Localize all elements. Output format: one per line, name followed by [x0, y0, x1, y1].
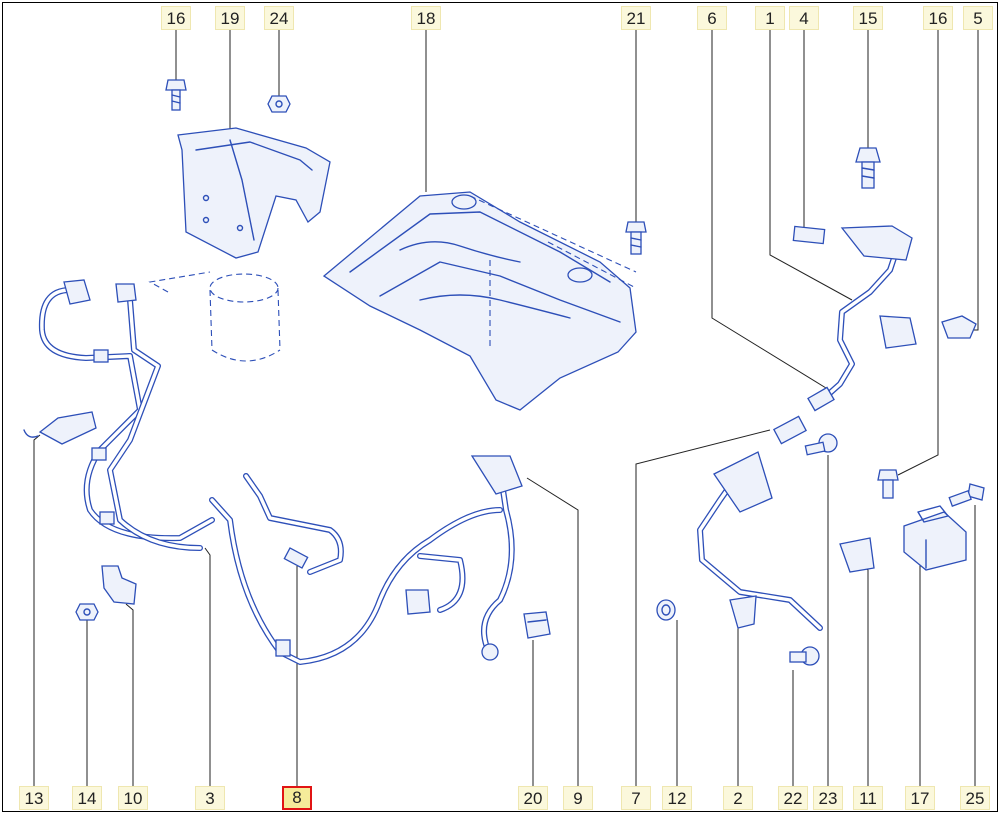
sensor-4[interactable]: [792, 225, 826, 245]
callout-6[interactable]: 6: [697, 6, 727, 30]
callout-11[interactable]: 11: [853, 786, 883, 810]
sleeve-7[interactable]: [773, 415, 807, 445]
callout-1[interactable]: 1: [755, 6, 785, 30]
washer-12[interactable]: [656, 599, 676, 621]
solenoid-valve-17[interactable]: [903, 505, 967, 571]
callout-3[interactable]: 3: [195, 786, 225, 810]
callout-24[interactable]: 24: [264, 6, 294, 30]
callout-5[interactable]: 5: [963, 6, 993, 30]
clip-13[interactable]: [23, 411, 97, 445]
callout-16-top-left[interactable]: 16: [161, 6, 191, 30]
callout-21[interactable]: 21: [621, 6, 651, 30]
callout-22[interactable]: 22: [778, 786, 808, 810]
callout-8-selected[interactable]: 8: [282, 786, 312, 810]
pipe-2[interactable]: [697, 451, 823, 631]
leader-lines: [33, 30, 979, 786]
bolt-15[interactable]: [855, 147, 881, 189]
callout-12[interactable]: 12: [662, 786, 692, 810]
callout-13[interactable]: 13: [19, 786, 49, 810]
bracket-11[interactable]: [839, 537, 875, 573]
callout-19[interactable]: 19: [215, 6, 245, 30]
hose-6[interactable]: [807, 386, 835, 412]
nut-24[interactable]: [267, 95, 291, 113]
fuel-filter-ghost: [148, 271, 281, 362]
callout-18[interactable]: 18: [411, 6, 441, 30]
bracket-10[interactable]: [101, 565, 137, 605]
intake-manifold-18[interactable]: [322, 191, 637, 411]
connector-20[interactable]: [523, 611, 551, 639]
bolt-25[interactable]: [948, 483, 985, 507]
callout-20[interactable]: 20: [518, 786, 548, 810]
callout-15[interactable]: 15: [853, 6, 883, 30]
bolt-23[interactable]: [804, 433, 838, 456]
callout-25[interactable]: 25: [960, 786, 990, 810]
callout-17[interactable]: 17: [905, 786, 935, 810]
nut-14[interactable]: [75, 603, 99, 621]
callout-23[interactable]: 23: [813, 786, 843, 810]
callout-7[interactable]: 7: [621, 786, 651, 810]
bolt-16-top-left[interactable]: [165, 79, 187, 111]
callout-14[interactable]: 14: [72, 786, 102, 810]
fuel-pipe-bundle-3[interactable]: [38, 279, 503, 665]
bolt-21[interactable]: [625, 221, 647, 255]
fuel-pipe-8[interactable]: [243, 473, 344, 575]
return-pipe[interactable]: [405, 455, 523, 661]
bolt-16-right[interactable]: [877, 469, 899, 499]
connector-5[interactable]: [941, 315, 977, 339]
sensor-pipe-1[interactable]: [819, 225, 917, 403]
callout-9[interactable]: 9: [563, 786, 593, 810]
callout-2[interactable]: 2: [723, 786, 753, 810]
callout-10[interactable]: 10: [118, 786, 148, 810]
bolt-22[interactable]: [789, 646, 820, 666]
callout-16-top-right[interactable]: 16: [923, 6, 953, 30]
callout-4[interactable]: 4: [789, 6, 819, 30]
mounting-bracket-19[interactable]: [177, 127, 331, 259]
